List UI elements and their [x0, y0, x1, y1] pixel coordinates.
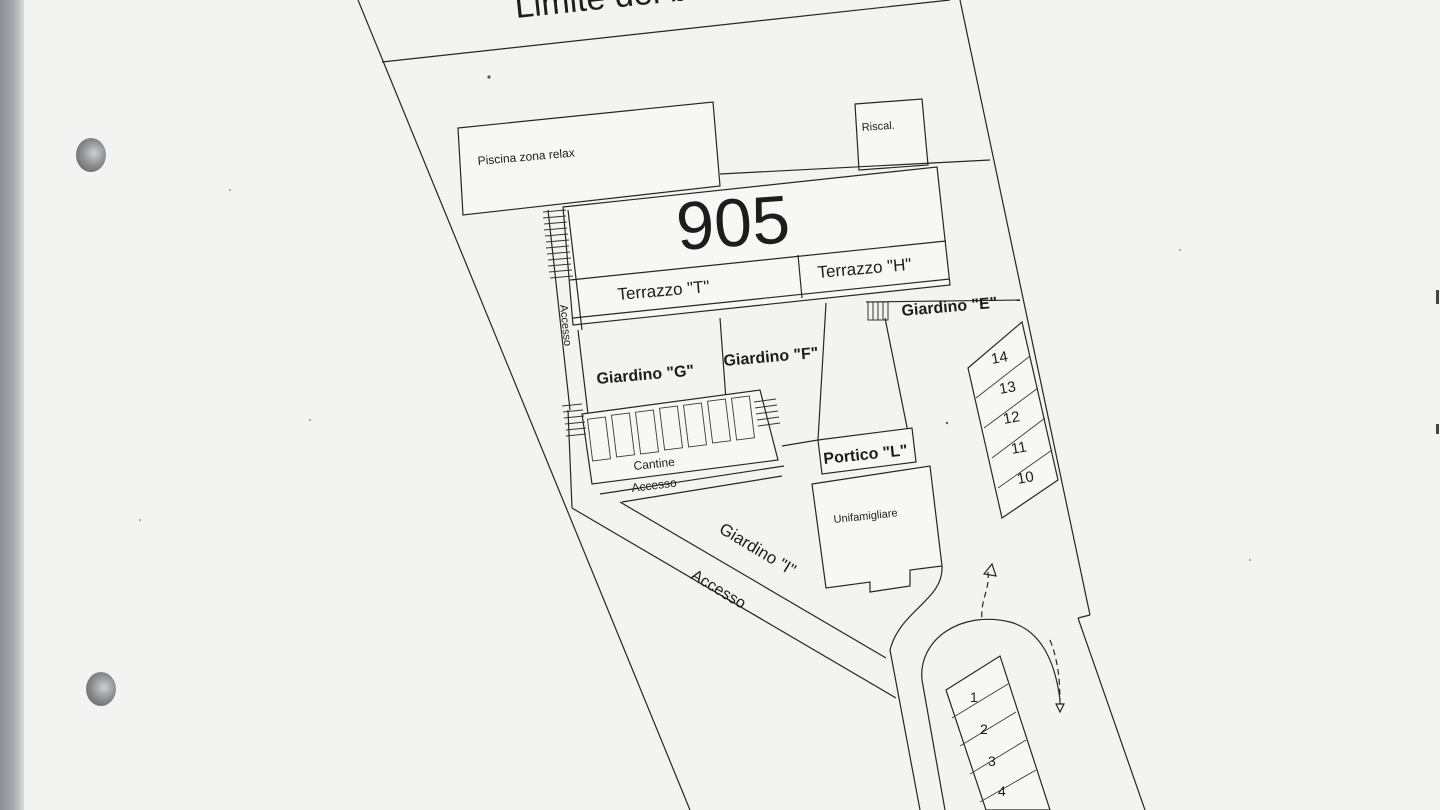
scan-speckles: [139, 75, 1251, 561]
heating-room: [854, 98, 929, 171]
side-access-label: Accesso: [557, 304, 573, 347]
main-building: [562, 166, 951, 326]
parking-space-number: 1: [970, 689, 978, 705]
access-roads: [567, 409, 897, 699]
garden-e-label: Giardino "E": [901, 295, 998, 320]
edge-mark: [1436, 424, 1439, 434]
parking-space-number: 2: [980, 721, 988, 737]
punch-hole-top: [76, 138, 106, 172]
diagonal-access-label: Accesso: [688, 567, 749, 613]
garden-i-label: Giardino "I": [716, 519, 799, 579]
portico-l: [817, 427, 917, 475]
garden-f-label: Giardino "F": [723, 345, 819, 370]
cellars-access-label: Accesso: [631, 476, 678, 495]
pool-area: [457, 101, 721, 216]
garden-e-strip: [865, 299, 1021, 443]
gardens-g-f: [577, 302, 827, 447]
garden-g-label: Giardino "G": [596, 363, 695, 388]
parking-block-lower: [945, 655, 1051, 810]
cellars-label: Cantine: [633, 455, 676, 473]
cellars-block: [561, 389, 785, 495]
lot-boundary: [357, 0, 1146, 810]
header-text: Limite del b: [513, 0, 690, 26]
single-family-house: [811, 465, 943, 593]
parking-space-number: 11: [1010, 438, 1028, 457]
heating-label: Riscal.: [861, 120, 895, 134]
parcel-number: 905: [674, 181, 792, 265]
side-access-strip: [542, 209, 583, 411]
parking-space-number: 4: [998, 783, 1006, 799]
parking-space-number: 3: [988, 753, 996, 769]
parking-space-number: 10: [1016, 468, 1035, 488]
parking-space-number: 13: [998, 378, 1017, 398]
parking-space-number: 14: [990, 348, 1009, 368]
edge-mark: [1436, 290, 1439, 304]
parking-block-upper: [967, 320, 1059, 519]
parking-space-number: 12: [1002, 408, 1021, 428]
punch-hole-bottom: [86, 672, 116, 706]
scanned-page-edge: [0, 0, 24, 810]
boundary-line: [719, 159, 991, 175]
curved-road: [889, 562, 1065, 810]
